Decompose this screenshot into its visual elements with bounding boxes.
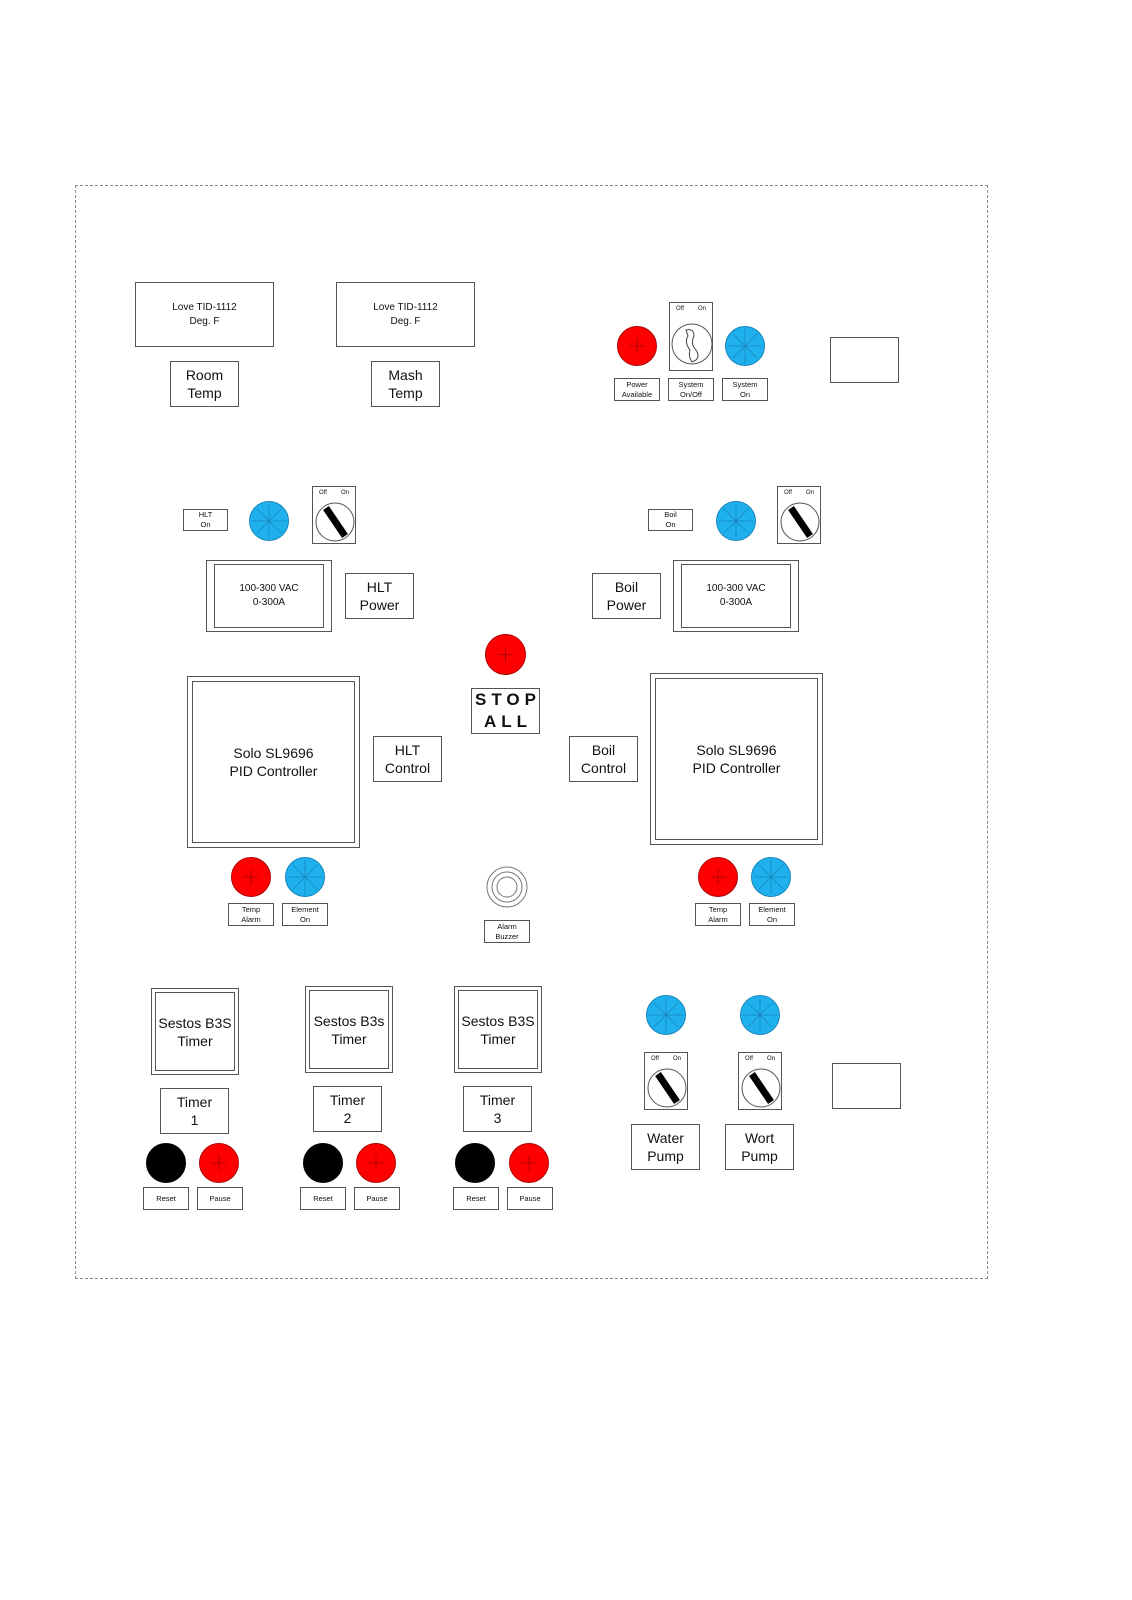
timer-2-label: Timer 2 (313, 1086, 382, 1132)
hlt-element-on-lamp (285, 857, 325, 897)
system-on-lamp (725, 326, 765, 366)
switch-on-text: On (766, 1056, 775, 1062)
hlt-temp-alarm-label: Temp Alarm (228, 903, 274, 926)
water-pump-label: Water Pump (631, 1124, 700, 1170)
hlt-control-label: HLT Control (373, 736, 442, 782)
room-temp-label: Room Temp (170, 361, 239, 407)
alarm-buzzer-label: Alarm Buzzer (484, 920, 530, 943)
timer-3-reset-label: Reset (453, 1187, 499, 1210)
rotary-switch-icon (315, 502, 355, 542)
timer-2-pause-label: Pause (354, 1187, 400, 1210)
alarm-buzzer-icon (486, 866, 528, 908)
timer-3-label: Timer 3 (463, 1086, 532, 1132)
timer-3-pause-label: Pause (507, 1187, 553, 1210)
timer-2-device-text: Sestos B3s Timer (309, 990, 389, 1069)
switch-on-text: On (340, 490, 349, 496)
rotary-switch-icon (780, 502, 820, 542)
stop-all-button[interactable] (485, 634, 526, 675)
switch-off-text: Off (651, 1056, 659, 1062)
timer-1-device-text: Sestos B3S Timer (155, 992, 235, 1071)
timer-1-reset-label: Reset (143, 1187, 189, 1210)
boil-meter-text: 100-300 VAC 0-300A (681, 564, 791, 628)
control-panel-outline (75, 185, 988, 1279)
timer-1-label: Timer 1 (160, 1088, 229, 1134)
hlt-element-on-label: Element On (282, 903, 328, 926)
hlt-power-label: HLT Power (345, 573, 414, 619)
hlt-meter-display: 100-300 VAC 0-300A (206, 560, 332, 632)
hlt-on-lamp (249, 501, 289, 541)
switch-off-text: Off (319, 490, 327, 496)
hlt-on-label: HLT On (183, 509, 228, 531)
wort-pump-label: Wort Pump (725, 1124, 794, 1170)
hlt-pid-text: Solo SL9696 PID Controller (192, 681, 355, 843)
switch-off-text: Off (676, 306, 684, 312)
switch-on-text: On (805, 490, 814, 496)
switch-on-text: On (672, 1056, 681, 1062)
timer-1-device: Sestos B3S Timer (151, 988, 239, 1075)
boil-power-label: Boil Power (592, 573, 661, 619)
hlt-meter-text: 100-300 VAC 0-300A (214, 564, 324, 628)
timer-1-reset-button[interactable] (146, 1143, 186, 1183)
timer-2-pause-button[interactable] (356, 1143, 396, 1183)
boil-pid-text: Solo SL9696 PID Controller (655, 678, 818, 840)
room-temp-display: Love TID-1112 Deg. F (135, 282, 274, 347)
timer-1-pause-button[interactable] (199, 1143, 239, 1183)
system-onoff-label: System On/Off (668, 378, 714, 401)
timer-1-pause-label: Pause (197, 1187, 243, 1210)
timer-3-reset-button[interactable] (455, 1143, 495, 1183)
wort-pump-switch[interactable]: Off On (738, 1052, 782, 1110)
hlt-pid-controller: Solo SL9696 PID Controller (187, 676, 360, 848)
hlt-temp-alarm-lamp (231, 857, 271, 897)
boil-element-on-label: Element On (749, 903, 795, 926)
rotary-switch-icon (647, 1068, 687, 1108)
system-on-label: System On (722, 378, 768, 401)
power-available-lamp (617, 326, 657, 366)
boil-temp-alarm-label: Temp Alarm (695, 903, 741, 926)
boil-power-switch[interactable]: Off On (777, 486, 821, 544)
boil-temp-alarm-lamp (698, 857, 738, 897)
hlt-power-switch[interactable]: Off On (312, 486, 356, 544)
mash-temp-display: Love TID-1112 Deg. F (336, 282, 475, 347)
switch-off-text: Off (745, 1056, 753, 1062)
timer-2-reset-button[interactable] (303, 1143, 343, 1183)
boil-meter-display: 100-300 VAC 0-300A (673, 560, 799, 632)
system-key-switch[interactable]: Off On (669, 302, 713, 371)
stop-all-label: STOP ALL (471, 688, 540, 734)
timer-3-pause-button[interactable] (509, 1143, 549, 1183)
boil-pid-controller: Solo SL9696 PID Controller (650, 673, 823, 845)
timer-2-device: Sestos B3s Timer (305, 986, 393, 1073)
blank-plate-top (830, 337, 899, 383)
switch-off-text: Off (784, 490, 792, 496)
switch-on-text: On (697, 306, 706, 312)
timer-2-reset-label: Reset (300, 1187, 346, 1210)
water-pump-lamp (646, 995, 686, 1035)
key-switch-icon (671, 323, 713, 365)
mash-temp-label: Mash Temp (371, 361, 440, 407)
blank-plate-bottom (832, 1063, 901, 1109)
timer-3-device: Sestos B3S Timer (454, 986, 542, 1073)
boil-element-on-lamp (751, 857, 791, 897)
timer-3-device-text: Sestos B3S Timer (458, 990, 538, 1069)
boil-on-label: Boil On (648, 509, 693, 531)
boil-on-lamp (716, 501, 756, 541)
water-pump-switch[interactable]: Off On (644, 1052, 688, 1110)
boil-control-label: Boil Control (569, 736, 638, 782)
rotary-switch-icon (741, 1068, 781, 1108)
power-available-label: Power Available (614, 378, 660, 401)
wort-pump-lamp (740, 995, 780, 1035)
